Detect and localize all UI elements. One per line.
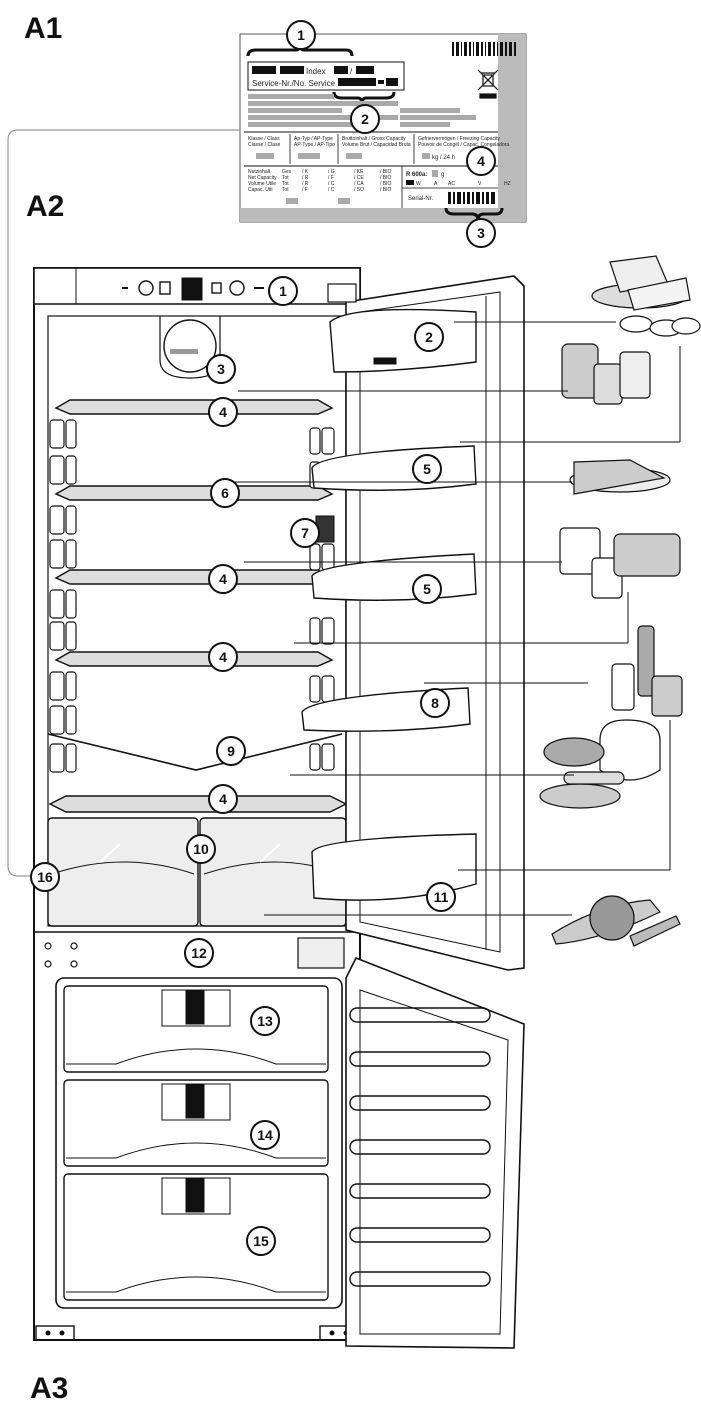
r600-text: R 600a: [406,172,427,178]
col2-a: Ap-Typ / AP-Type [294,136,333,142]
svg-text:AC: AC [448,181,455,187]
svg-text:/ C: / C [328,181,335,187]
fridge-cabinet [33,267,361,1341]
weee-bin-icon [477,69,499,99]
svg-text:HZ: HZ [504,181,511,187]
svg-text:Volume Utile: Volume Utile [248,181,276,187]
svg-text:Ges: Ges [282,169,292,175]
callout-label-3: 3 [466,218,496,248]
svg-text:/ F: / F [328,175,334,181]
svg-text:/ BIO: / BIO [380,169,392,175]
callout-label-2: 2 [350,104,380,134]
callout-crisper: 10 [186,834,216,864]
serial-barcode [448,192,495,204]
freezer-door [345,956,525,1349]
svg-text:/: / [350,67,353,76]
gray-text-block [248,94,476,127]
col1-b: Classe / Clase [248,142,280,148]
svg-text:Nutzinhalt: Nutzinhalt [248,169,271,175]
svg-text:A: A [434,181,438,187]
callout-shelf-3: 4 [208,642,238,672]
svg-text:Tot: Tot [282,181,289,187]
callout-rating-label-location: 16 [30,862,60,892]
svg-text:W: W [416,181,421,187]
callout-shelf-split: 6 [210,478,240,508]
svg-text:V: V [478,181,482,187]
svg-text:/ BIO: / BIO [380,187,392,193]
callout-freezer-drawer-1: 13 [250,1006,280,1036]
section-a2: A2 [26,190,65,223]
callout-door-shelf-3: 8 [420,688,450,718]
svg-text:/ CA: / CA [354,181,364,187]
callout-control-area: 12 [184,938,214,968]
svg-text:Capac. Util: Capac. Util [248,187,272,193]
callout-control-panel: 1 [268,276,298,306]
callout-door-shelf-1: 5 [412,454,442,484]
svg-text:/ BIO: / BIO [380,181,392,187]
col1-a: Klasse / Class [248,136,280,142]
callout-freezer-drawer-3: 15 [246,1226,276,1256]
svg-text:/ K: / K [302,169,309,175]
callout-shelf-2: 4 [208,564,238,594]
col2-b: AP-Type / AP-Tipo [294,142,335,148]
callout-fan: 3 [206,354,236,384]
callout-door-bottle-shelf: 11 [426,882,456,912]
svg-text:/ G: / G [328,169,335,175]
barcode-top [452,42,516,56]
col4-b: Pouvoir de Congél / Capac. Congeladora [418,142,509,148]
section-a3: A3 [30,1372,69,1405]
serial-text: Serial-Nr. [408,196,433,202]
col3-b: Volume Brut / Capacidad Bruta [342,142,411,148]
svg-text:Tot: Tot [282,175,289,181]
callout-door-shelf-2: 5 [412,574,442,604]
svg-text:/ KE: / KE [354,169,364,175]
section-a1: A1 [24,12,63,45]
fridge-door [301,275,525,971]
leader-lines [228,321,681,916]
callout-latch: 7 [290,518,320,548]
food-illustrations [539,255,701,947]
col4-a: Gefriervermögen / Freezing Capacity [418,136,500,142]
svg-text:g: g [441,172,444,178]
svg-text:/ SO: / SO [354,187,364,193]
col3-a: Bruttoinhalt / Gross Capacity [342,136,406,142]
svg-text:/ R: / R [302,175,309,181]
svg-text:Net Capacity: Net Capacity [248,175,277,181]
callout-label-4: 4 [466,146,496,176]
index-text: Index [306,67,326,76]
connector-line [7,129,240,877]
callout-label-1: 1 [286,20,316,50]
svg-text:/ BIO: / BIO [380,175,392,181]
kg-text: kg / 24 h [432,155,455,161]
index-line: Index / [252,66,374,76]
callout-freezer-drawer-2: 14 [250,1120,280,1150]
callout-shelf-1: 4 [208,397,238,427]
callout-shelf-4: 4 [208,784,238,814]
svg-text:/ F: / F [302,187,308,193]
service-text: Service-Nr./No. Service [252,79,336,88]
svg-text:Tot: Tot [282,187,289,193]
rating-label: Index / Service-Nr./No. Service Klasse /… [239,33,527,223]
svg-text:/ CE: / CE [354,175,364,181]
callout-butter-compartment: 2 [414,322,444,352]
svg-text:/ C: / C [328,187,335,193]
svg-text:/ R: / R [302,181,309,187]
callout-bottle-rack: 9 [216,736,246,766]
